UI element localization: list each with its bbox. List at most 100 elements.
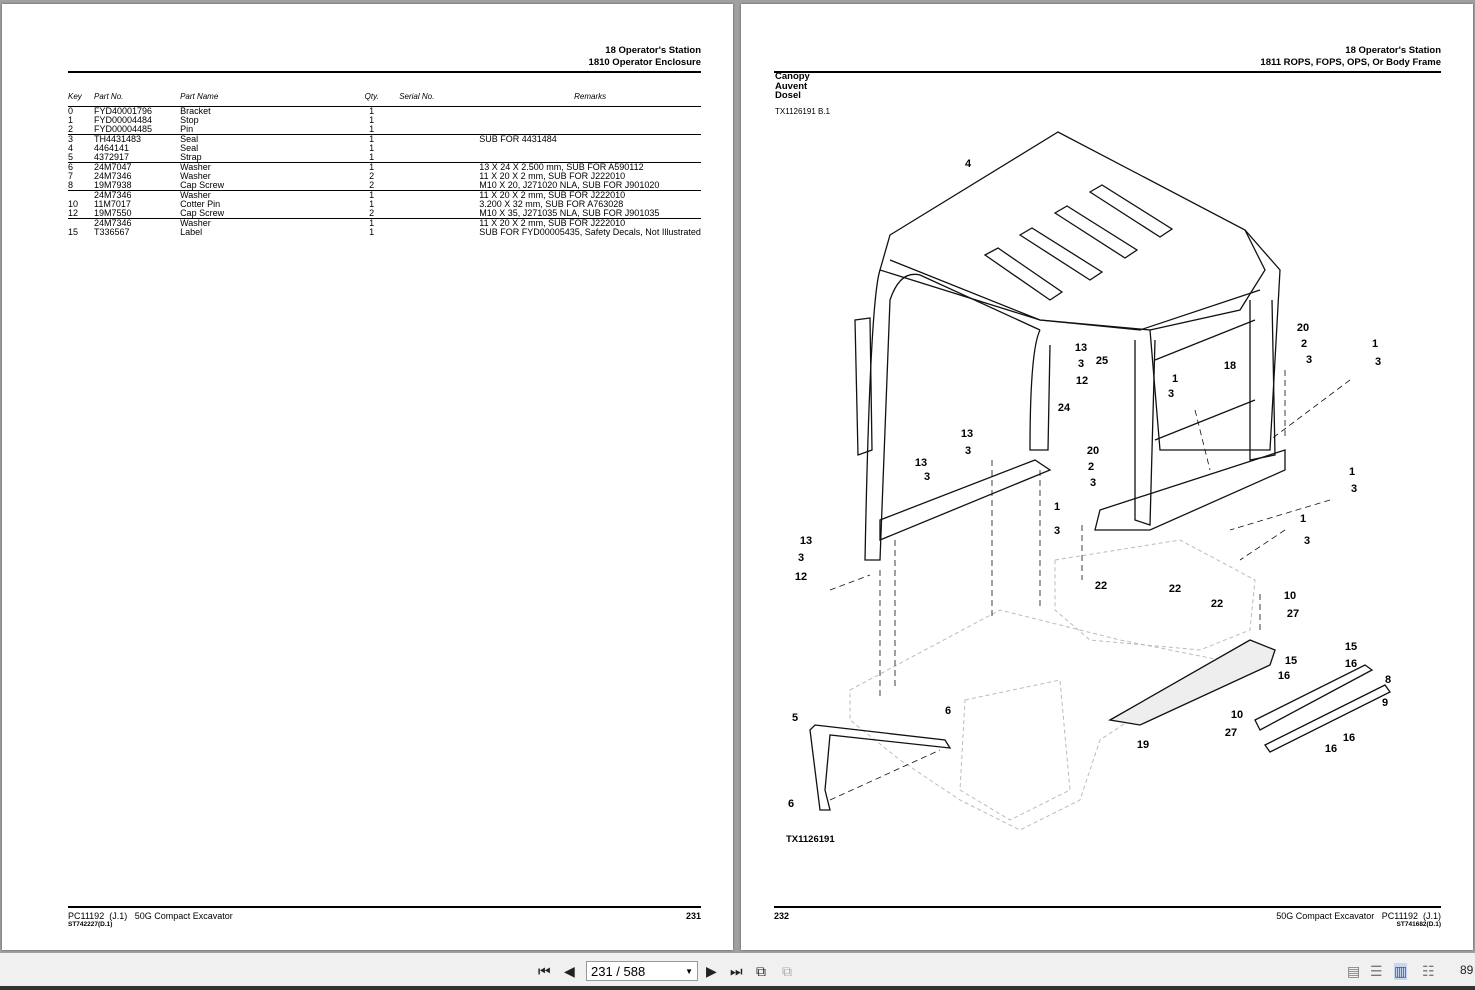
subsection-title: 1810 Operator Enclosure [588, 57, 701, 68]
fit-page-icon[interactable]: ⧉ [756, 963, 766, 979]
table-cell: 1 [369, 106, 375, 116]
table-cell: Washer [180, 171, 211, 181]
table-cell: 3 [68, 134, 95, 144]
column-header: Part No. [94, 92, 181, 107]
table-cell: 1 [344, 190, 400, 200]
table-cell: Seal [180, 143, 199, 153]
title-es: Dosel [775, 90, 801, 101]
table-cell: 15 [68, 227, 79, 237]
table-cell: 1 [344, 134, 400, 144]
callout-label: 16 [1278, 670, 1290, 682]
table-cell: M10 X 20, J271020 NLA, SUB FOR J901020 [479, 180, 660, 190]
callout-label: 3 [965, 445, 971, 457]
footer-code: ST741682(D.1) [1396, 921, 1441, 928]
table-cell [399, 190, 480, 200]
table-cell: 5 [68, 152, 74, 162]
table-cell: T336567 [94, 227, 130, 237]
header-rule [68, 71, 701, 73]
table-cell: 4 [68, 143, 74, 153]
left-page: 18 Operator's Station 1810 Operator Encl… [2, 4, 733, 950]
callout-label: 1 [1300, 513, 1306, 525]
table-cell [399, 162, 480, 172]
table-cell: 19M7550 [94, 208, 132, 218]
two-page-view-icon[interactable]: ▥ [1394, 963, 1408, 980]
table-cell: 1 [369, 143, 375, 153]
table-cell: TH4431483 [94, 134, 181, 144]
right-header: 18 Operator's Station 1811 ROPS, FOPS, O… [1260, 45, 1441, 69]
left-footer: PC11192 (J.1) 50G Compact Excavator 231 … [68, 906, 701, 928]
callout-label: 3 [1090, 477, 1096, 489]
column-header: Part Name [180, 92, 345, 107]
next-page-icon[interactable]: ▶ [706, 963, 717, 979]
callout-label: 1 [1372, 338, 1378, 350]
continuous-view-icon[interactable]: ☰ [1370, 963, 1383, 979]
column-header: Key [68, 92, 95, 107]
callout-label: 4 [965, 158, 972, 170]
table-cell: SUB FOR FYD00005435, Safety Decals, Not … [479, 227, 701, 237]
zoom-level[interactable]: 89 [1460, 963, 1474, 977]
table-cell: 7 [68, 171, 74, 181]
fit-width-icon[interactable]: ⧉ [782, 963, 792, 979]
callout-label: 16 [1343, 732, 1355, 744]
table-cell: 24M7047 [94, 162, 181, 172]
table-cell: 8 [68, 180, 74, 190]
column-header: Serial No. [399, 92, 480, 107]
page-selector[interactable]: 231 / 588▼ [586, 961, 698, 981]
table-cell: Cotter Pin [180, 199, 221, 209]
callout-label: 22 [1095, 580, 1107, 592]
doc-id: 50G Compact Excavator PC11192 (J.1) [1276, 911, 1441, 921]
callout-label: 1 [1172, 373, 1178, 385]
table-cell: 1 [344, 162, 400, 172]
table-cell: FYD00004485 [94, 124, 153, 134]
callout-label: 16 [1345, 658, 1357, 670]
callout-label: 22 [1169, 583, 1181, 595]
table-cell: 6 [68, 162, 95, 172]
section-title: 18 Operator's Station [1345, 45, 1441, 56]
table-cell: 2 [369, 208, 375, 218]
callout-label: 3 [1168, 388, 1174, 400]
callout-label: 10 [1284, 590, 1296, 602]
header-rule [774, 71, 1441, 73]
table-cell: 1 [68, 115, 74, 125]
column-header: Qty. [344, 92, 400, 107]
page-number: 231 [685, 911, 701, 921]
callout-label: 19 [1137, 739, 1149, 751]
callout-label: 22 [1211, 598, 1223, 610]
subsection-title: 1811 ROPS, FOPS, OPS, Or Body Frame [1260, 57, 1441, 68]
callout-label: 27 [1225, 727, 1237, 739]
single-page-view-icon[interactable]: ▤ [1347, 963, 1361, 979]
prev-page-icon[interactable]: ◀ [564, 963, 575, 979]
table-cell [68, 190, 95, 200]
callout-label: 8 [1385, 674, 1391, 686]
left-header: 18 Operator's Station 1810 Operator Encl… [589, 45, 701, 69]
callout-label: 5 [792, 712, 798, 724]
figure-label: TX1126191 [786, 834, 835, 845]
table-cell: 1 [369, 115, 375, 125]
doc-id: PC11192 (J.1) 50G Compact Excavator [68, 911, 233, 921]
table-cell [399, 218, 480, 228]
callout-label: 27 [1287, 608, 1299, 620]
callout-label: 16 [1325, 743, 1337, 755]
two-page-continuous-view-icon[interactable]: ☷ [1422, 963, 1435, 979]
title-fr: Auvent [775, 80, 808, 92]
callout-label: 25 [1096, 355, 1108, 367]
table-cell: 4372917 [94, 152, 130, 162]
taskbar-edge [0, 986, 1475, 990]
table-cell: 1 [369, 152, 375, 162]
callout-label: 10 [1231, 709, 1243, 721]
callout-label: 3 [1054, 525, 1060, 537]
last-page-icon[interactable]: ⏭ [730, 963, 743, 979]
first-page-icon[interactable]: ⏮ [538, 963, 551, 979]
callout-label: 24 [1058, 402, 1071, 414]
column-header: Remarks [479, 92, 701, 107]
table-cell [68, 218, 95, 228]
table-cell: FYD40001796 [94, 106, 153, 116]
